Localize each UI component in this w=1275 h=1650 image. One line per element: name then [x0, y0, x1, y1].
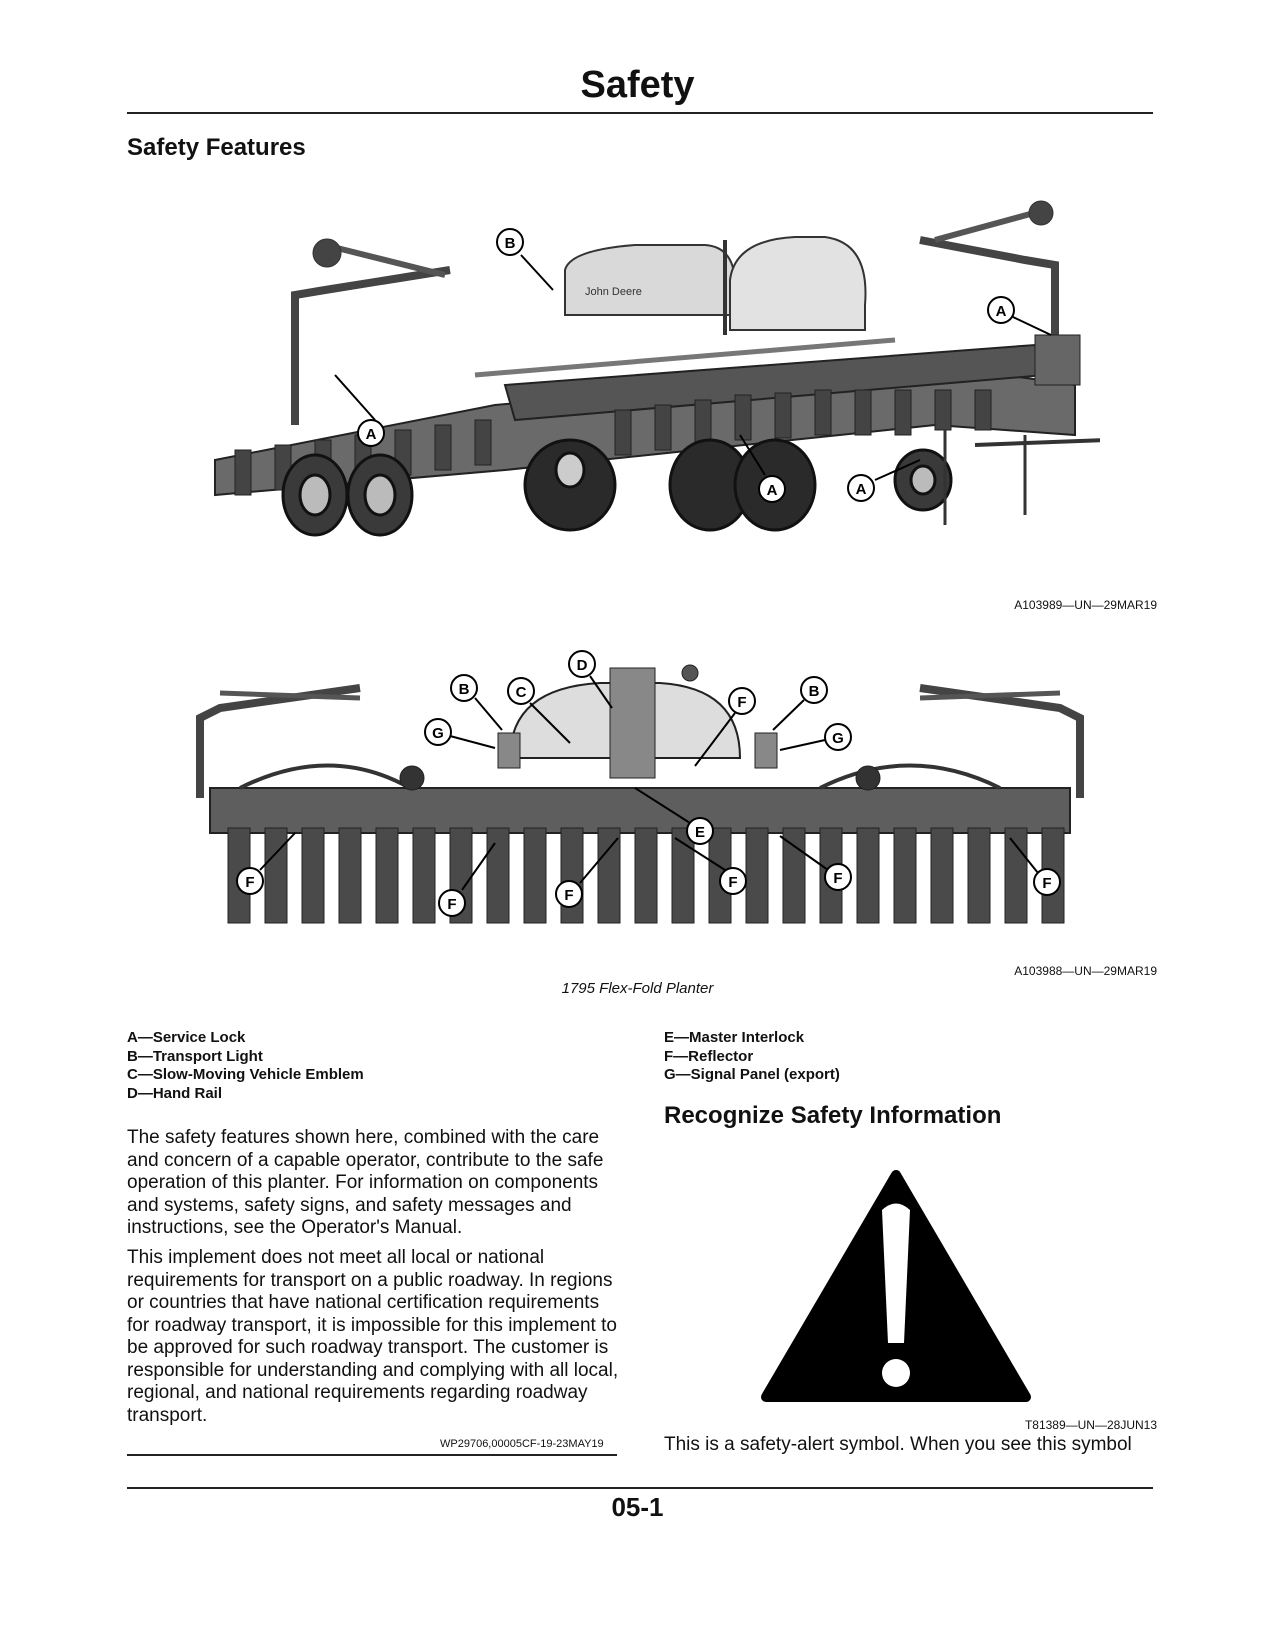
callout-f-letter: F: [833, 870, 842, 887]
legend-item: B—Transport Light: [127, 1047, 263, 1065]
planter-rear-view-illustration: D B C F B G G: [196, 650, 1084, 924]
title-rule: [127, 112, 1153, 114]
callout-c-letter: C: [516, 684, 527, 701]
legend-item: E—Master Interlock: [664, 1029, 805, 1046]
legend-item: D—Hand Rail: [127, 1084, 223, 1102]
planter-body: John Deere: [214, 200, 1100, 537]
callout-e: E: [634, 787, 714, 845]
page-number: 05-1: [611, 1492, 664, 1522]
callout-f-letter: F: [1042, 875, 1051, 892]
figure2-caption: 1795 Flex-Fold Planter: [561, 980, 714, 997]
body-paragraph-2: This implement does not meet all local o…: [127, 1247, 619, 1426]
callout-a-center: A: [739, 434, 786, 503]
callout-b-letter: B: [809, 683, 820, 700]
figure1-callouts: B A A A A: [334, 228, 1052, 503]
callout-f-2: F: [438, 842, 496, 917]
safety-symbol-text: This is a safety-alert symbol. When you …: [664, 1434, 1132, 1455]
callout-f-1: F: [236, 832, 296, 895]
callout-f-letter: F: [737, 694, 746, 711]
brand-decal: John Deere: [585, 286, 642, 298]
callout-a-letter: A: [366, 426, 377, 443]
footer-rule: [127, 1487, 1153, 1489]
callout-f-letter: F: [728, 874, 737, 891]
legend-item: A—Service Lock: [127, 1029, 246, 1046]
legend-left: A—Service Lock B—Transport Light C—Slow-…: [127, 1029, 364, 1103]
callout-b-left: B: [450, 674, 503, 731]
legend-item: F—Reflector: [664, 1047, 754, 1065]
callout-f-top: F: [694, 687, 756, 767]
callout-b-right: B: [772, 676, 828, 731]
callout-a-letter: A: [996, 303, 1007, 320]
callout-g-letter: G: [432, 725, 444, 742]
figure2-id: A103988—UN—29MAR19: [1014, 964, 1157, 978]
section-heading-safety-features: Safety Features: [127, 134, 306, 161]
callout-d-letter: D: [577, 657, 588, 674]
figure1-id: A103989—UN—29MAR19: [1014, 598, 1157, 612]
legend-right: E—Master Interlock F—Reflector G—Signal …: [664, 1029, 840, 1085]
callout-f-letter: F: [447, 896, 456, 913]
safety-symbol-figure-id: T81389—UN—28JUN13: [1024, 1418, 1157, 1432]
callout-b-letter: B: [505, 235, 516, 252]
callout-a-rear: A: [847, 459, 921, 502]
callout-b-letter: B: [459, 681, 470, 698]
callout-f-5: F: [779, 835, 852, 891]
safety-alert-triangle-icon: [761, 1170, 1031, 1402]
callout-f-4: F: [674, 837, 747, 895]
planter-side-view-illustration: John Deere: [214, 200, 1100, 537]
body-paragraph-1: The safety features shown here, combined…: [127, 1127, 604, 1238]
callout-f-6: F: [1009, 837, 1061, 896]
callout-c: C: [507, 677, 571, 744]
planter-rear-body: [196, 664, 1084, 924]
figure2-callouts: D B C F B G G: [236, 650, 1061, 917]
callout-g-left: G: [424, 718, 496, 749]
callout-e-letter: E: [695, 824, 705, 841]
callout-g-right: G: [779, 723, 852, 751]
callout-a-letter: A: [767, 482, 778, 499]
document-id: WP29706,00005CF-19-23MAY19: [440, 1438, 604, 1450]
callout-a-right: A: [987, 296, 1052, 336]
callout-b: B: [496, 228, 554, 291]
page-title: Safety: [580, 64, 695, 106]
column-end-rule: [127, 1454, 617, 1456]
callout-a-left: A: [334, 374, 385, 447]
callout-f-3: F: [555, 837, 619, 908]
legend-item: C—Slow-Moving Vehicle Emblem: [127, 1066, 364, 1083]
callout-f-letter: F: [564, 887, 573, 904]
section-heading-recognize-safety-information: Recognize Safety Information: [664, 1102, 1002, 1129]
callout-g-letter: G: [832, 730, 844, 747]
legend-item: G—Signal Panel (export): [664, 1066, 840, 1083]
callout-d: D: [568, 650, 613, 709]
callout-f-letter: F: [245, 874, 254, 891]
callout-a-letter: A: [856, 481, 867, 498]
